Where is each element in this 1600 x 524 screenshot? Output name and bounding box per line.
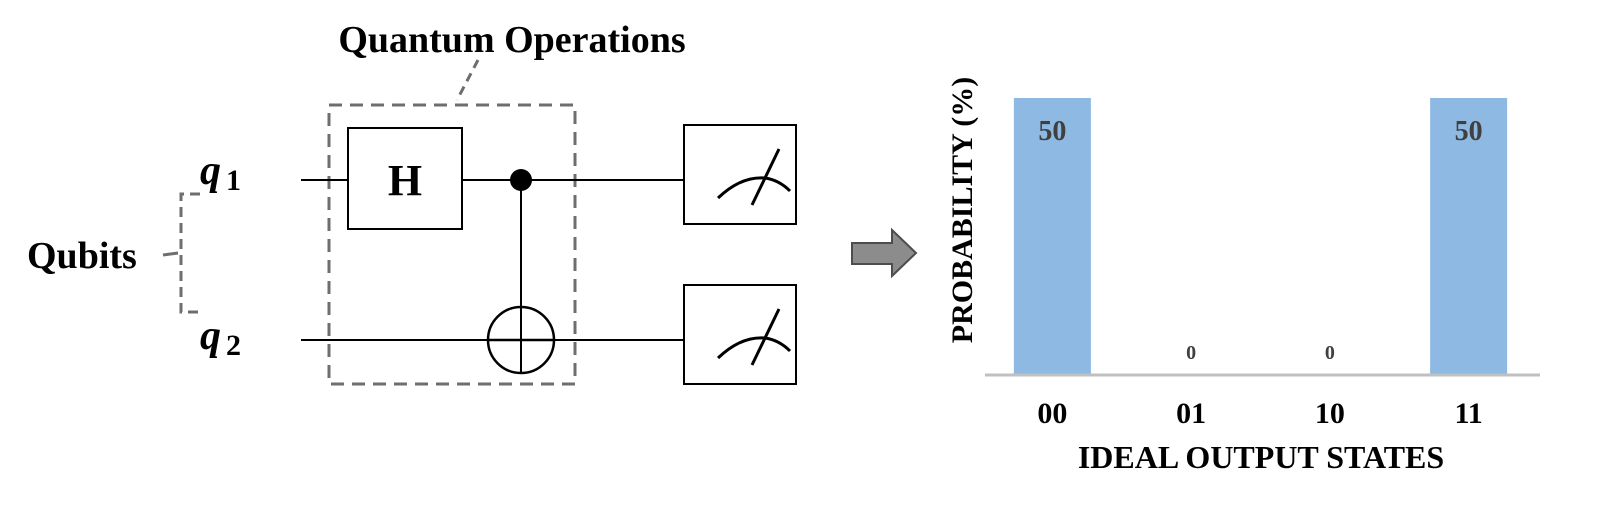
measure-gate-2 [683, 284, 797, 385]
bar-11 [1430, 98, 1508, 375]
data-label-10: 0 [1325, 342, 1335, 364]
x-tick-10: 10 [1315, 397, 1345, 430]
chart-bars: 50 0 0 50 [1013, 98, 1508, 375]
cnot-gate [486, 169, 556, 375]
chart-x-ticks: 00 01 10 11 [1037, 397, 1482, 430]
cnot-control-dot [510, 169, 532, 191]
meter-needle-icon [750, 148, 781, 206]
x-tick-11: 11 [1454, 397, 1482, 430]
quantum-circuit: Quantum Operations H [27, 19, 797, 386]
meter-needle-icon [750, 308, 781, 366]
measure-gate-1 [683, 124, 797, 225]
operations-frame [327, 103, 577, 386]
chart-y-axis-label: PROBABILITY (%) [946, 77, 979, 343]
hadamard-gate: H [347, 127, 463, 230]
qubits-label: Qubits [27, 235, 137, 277]
group-label: Quantum Operations [338, 19, 685, 61]
data-label-01: 0 [1186, 342, 1196, 364]
chart-x-axis-label: IDEAL OUTPUT STATES [1078, 439, 1444, 475]
hadamard-label: H [388, 156, 422, 205]
right-arrow-icon [851, 227, 918, 279]
x-tick-01: 01 [1176, 397, 1206, 430]
qubits-bracket-tick [162, 251, 179, 257]
x-tick-00: 00 [1037, 397, 1067, 430]
qubits-bracket [179, 192, 200, 314]
bar-00 [1013, 98, 1091, 375]
data-label-00: 50 [1038, 116, 1066, 147]
group-leader-line [455, 59, 480, 101]
data-label-11: 50 [1455, 116, 1483, 147]
